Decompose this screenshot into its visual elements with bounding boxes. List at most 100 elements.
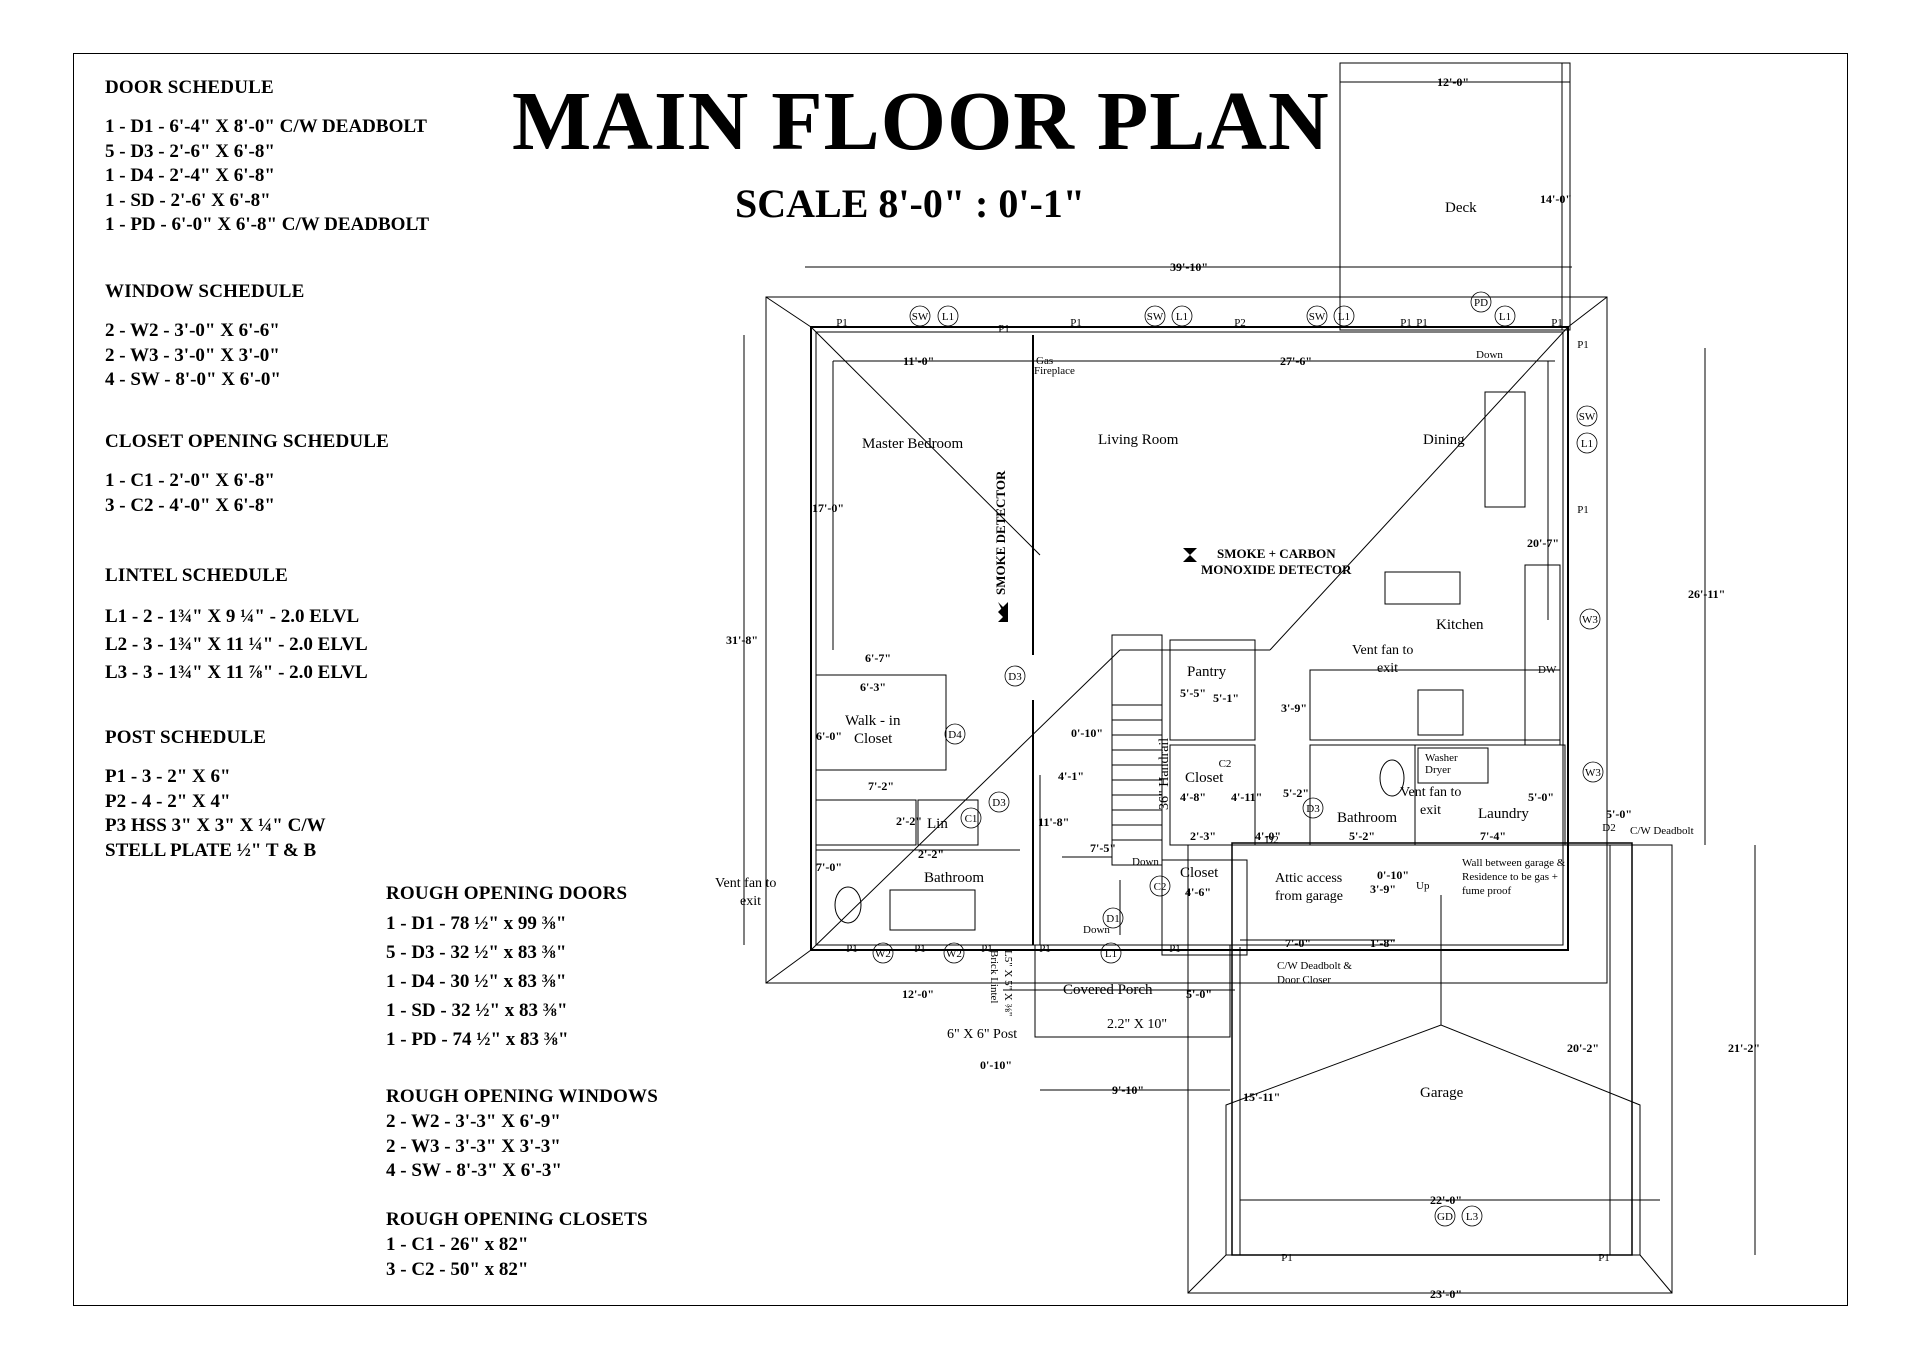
dim-text: 0'-10" [1377, 868, 1409, 882]
brick-lintel-label: L5" X 5" X ⅜" [1002, 950, 1014, 1016]
schedule-line: 1 - C1 - 2'-0" X 6'-8" [105, 470, 275, 491]
tag-w2: W2 [872, 942, 894, 964]
svg-text:P1: P1 [1400, 317, 1412, 329]
svg-text:L3: L3 [1466, 1211, 1479, 1223]
stair-treads [1112, 704, 1162, 841]
dim-text: 1'-8" [1370, 936, 1396, 950]
attic-access-label: Attic access [1275, 871, 1342, 886]
dim-text: 27'-6" [1280, 354, 1312, 368]
dim-text: 20'-2" [1567, 1041, 1599, 1055]
toilet [1379, 759, 1405, 797]
post-schedule: POST SCHEDULE P1 - 3 - 2" X 6" P2 - 4 - … [105, 727, 326, 863]
roof-hip-line [1269, 326, 1569, 651]
schedule-line: 1 - PD - 74 ½" x 83 ⅜" [386, 1029, 569, 1050]
page-title: MAIN FLOOR PLAN [512, 75, 1330, 168]
svg-text:SW: SW [912, 311, 929, 323]
roof-hip-line [765, 296, 812, 328]
rough-closets-schedule: ROUGH OPENING CLOSETS 1 - C1 - 26" x 82"… [386, 1209, 648, 1282]
dim-text: 2'-3" [1190, 829, 1216, 843]
tag-sw: SW [1306, 305, 1328, 327]
toilet [834, 886, 862, 924]
room-label-closet: Closet [1180, 865, 1219, 881]
svg-text:P1: P1 [1070, 317, 1082, 329]
tag-sw: SW [909, 305, 931, 327]
schedule-line: 1 - D1 - 6'-4" X 8'-0" C/W DEADBOLT [105, 116, 427, 137]
dim-text: 4'-8" [1180, 790, 1206, 804]
svg-text:SW: SW [1579, 411, 1596, 423]
tag-c2: C2 [1149, 875, 1171, 897]
dining-table [1484, 391, 1526, 508]
tag-p1: P1 [1400, 317, 1412, 329]
pantry-walls [1169, 639, 1256, 741]
gas-fireplace-label: Gas [1036, 355, 1053, 367]
roof-hip-line [1639, 1254, 1673, 1294]
dim-text: 5'-1" [1213, 691, 1239, 705]
room-label-dining: Dining [1423, 432, 1465, 448]
room-label-walk-in: Walk - in [845, 713, 901, 729]
svg-text:W2: W2 [946, 948, 962, 960]
room-label-bathroom: Bathroom [1337, 810, 1397, 826]
room-label-living-room: Living Room [1098, 432, 1179, 448]
tag-d3: D3 [988, 791, 1010, 813]
dim-text: 23'-0" [1430, 1287, 1462, 1301]
dim-text: 7'-4" [1480, 829, 1506, 843]
dim-text: 11'-0" [903, 354, 934, 368]
svg-text:SW: SW [1309, 311, 1326, 323]
svg-text:C2: C2 [1154, 881, 1167, 893]
schedule-line: 4 - SW - 8'-0" X 6'-0" [105, 369, 281, 390]
tag-p1: P1 [981, 943, 993, 955]
kitchen-island [1384, 571, 1461, 605]
door-schedule-heading: DOOR SCHEDULE [105, 77, 274, 98]
tag-p1: P1 [1039, 943, 1051, 955]
roof-hip-line [1567, 296, 1608, 328]
vent-fan-label: Vent fan to [1400, 785, 1461, 800]
vent-fan-label: exit [740, 894, 761, 909]
svg-text:D2: D2 [1602, 822, 1615, 834]
tag-d1: D1 [1102, 907, 1124, 929]
dim-text: 7'-0" [1285, 936, 1311, 950]
dim-text: 7'-5" [1090, 841, 1116, 855]
tag-w3: W3 [1579, 608, 1601, 630]
vent-fan-label: Vent fan to [1352, 643, 1413, 658]
dim-text: 20'-7" [1527, 536, 1559, 550]
tag-sw: SW [1144, 305, 1166, 327]
bathtub [815, 799, 917, 846]
schedule-line: 3 - C2 - 4'-0" X 6'-8" [105, 494, 275, 516]
tag-p1: P1 [1598, 1252, 1610, 1264]
down-label: Down [1083, 924, 1110, 936]
dim-text: 3'-9" [1370, 882, 1396, 896]
tag-l3: L3 [1461, 1205, 1483, 1227]
dim-text: 6'-7" [865, 651, 891, 665]
tag-d4: D4 [944, 723, 966, 745]
tag-c2: C2 [1219, 758, 1232, 770]
svg-text:D2: D2 [1265, 834, 1278, 846]
room-label-pantry: Pantry [1187, 664, 1227, 680]
garage-roof-ridge [1225, 1024, 1641, 1256]
tag-l1: L1 [1576, 432, 1598, 454]
schedule-line: P1 - 3 - 2" X 6" [105, 766, 231, 787]
attic-access-label: from garage [1275, 889, 1343, 904]
range [1417, 689, 1464, 736]
smoke-co-label: MONOXIDE DETECTOR [1201, 562, 1352, 577]
tag-p1: P1 [1070, 317, 1082, 329]
schedule-line: L2 - 3 - 1¾" X 11 ¼" - 2.0 ELVL [105, 634, 368, 655]
dim-text: 5'-0" [1606, 807, 1632, 821]
brick-lintel-label: Brick Lintel [988, 950, 1000, 1003]
svg-text:P1: P1 [1169, 943, 1181, 955]
smoke-co-label: SMOKE + CARBON [1217, 546, 1336, 561]
dim-text: 12'-0" [902, 987, 934, 1001]
closet-schedule-heading: CLOSET OPENING SCHEDULE [105, 431, 390, 452]
wall-note: Wall between garage & [1462, 857, 1566, 869]
svg-text:L1: L1 [1176, 311, 1188, 323]
wall-note: fume proof [1462, 885, 1512, 897]
dryer-label: Dryer [1425, 764, 1451, 776]
tag-p2: P2 [1234, 317, 1246, 329]
svg-text:P1: P1 [1577, 339, 1589, 351]
lintel-schedule-heading: LINTEL SCHEDULE [105, 565, 289, 586]
svg-text:L1: L1 [942, 311, 954, 323]
svg-text:P1: P1 [981, 943, 993, 955]
room-label-master-bedroom: Master Bedroom [862, 436, 964, 452]
schedule-line: 5 - D3 - 2'-6" X 6'-8" [105, 140, 275, 162]
dim-text: 5'-0" [1528, 790, 1554, 804]
dim-text: 4'-0" [1255, 829, 1281, 843]
